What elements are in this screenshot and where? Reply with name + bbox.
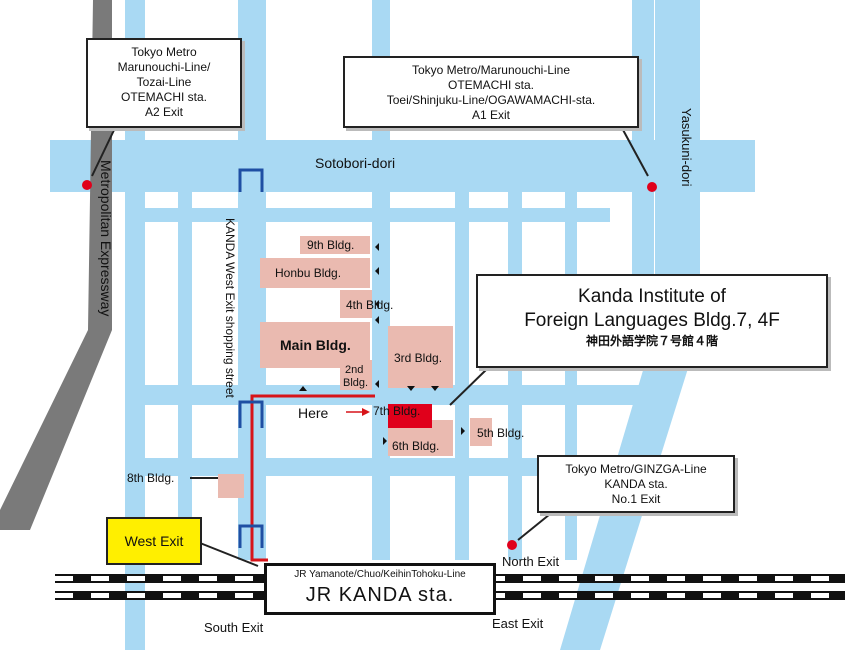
label-here: Here — [298, 405, 329, 421]
building-honbu — [260, 258, 370, 288]
road-vertical — [125, 0, 145, 650]
callout-line: A1 Exit — [471, 108, 510, 122]
callout-otemachi-a2: Tokyo Metro Marunouchi-Line/ Tozai-Line … — [86, 38, 242, 128]
jr-kanda-station-box: JR Yamanote/Chuo/KeihinTohoku-Line JR KA… — [264, 563, 496, 615]
road-vertical — [178, 190, 192, 560]
station-lines-label: JR Yamanote/Chuo/KeihinTohoku-Line — [294, 569, 466, 580]
building-5th — [470, 418, 492, 446]
a2-exit-marker — [82, 180, 92, 190]
label-north-exit: North Exit — [502, 554, 559, 569]
road-vertical — [632, 0, 654, 320]
callout-title-line1: Kanda Institute of — [578, 286, 726, 307]
label-east-exit: East Exit — [492, 616, 544, 631]
label-5th-bldg: 5th Bldg. — [477, 426, 524, 440]
callout-line: OTEMACHI sta. — [447, 78, 534, 92]
building-pointers — [299, 243, 465, 445]
crossings — [238, 168, 264, 548]
label-honbu-bldg: Honbu Bldg. — [275, 266, 341, 280]
label-south-exit: South Exit — [204, 620, 264, 635]
callout-line: Toei/Shinjuku-Line/OGAWAMACHI-sta. — [386, 93, 596, 107]
label-metropolitan-expressway: Metropolitan Expressway — [98, 160, 114, 316]
crossing-marker — [238, 524, 264, 548]
road-vertical — [372, 0, 390, 560]
label-6th-bldg: 6th Bldg. — [392, 439, 439, 453]
road-vertical — [508, 190, 522, 560]
west-exit-label: West Exit — [106, 517, 202, 565]
exit-markers — [82, 180, 657, 550]
building-9th — [300, 236, 370, 254]
callout-kanda-institute: Kanda Institute of Foreign Languages Bld… — [476, 274, 828, 368]
no1-exit-marker — [507, 540, 517, 550]
label-9th-bldg: 9th Bldg. — [307, 238, 354, 252]
buildings — [218, 236, 492, 498]
road-yasukuni-dori — [560, 0, 700, 650]
a1-exit-marker — [647, 182, 657, 192]
callout-line: Tokyo Metro/GINZGA-Line — [565, 462, 707, 476]
walking-route — [250, 394, 375, 562]
label-yasukuni-dori: Yasukuni-dori — [679, 108, 694, 187]
crossing-marker — [238, 168, 264, 192]
label-7th-bldg: 7th Bldg. — [373, 404, 420, 418]
callout-line: No.1 Exit — [611, 492, 661, 506]
label-shopping-street: KANDA West Exit shopping street — [223, 218, 237, 399]
station-name-label: JR KANDA sta. — [305, 584, 455, 606]
road-vertical — [455, 190, 469, 560]
building-8th — [218, 474, 244, 498]
road-horizontal — [130, 208, 610, 222]
callout-pointers — [91, 127, 649, 567]
label-4th-bldg: 4th Bldg. — [346, 298, 393, 312]
building-4th — [340, 290, 372, 318]
label-2nd-bldg-line1: 2nd — [345, 364, 363, 376]
callout-title-line2: Foreign Languages Bldg.7, 4F — [524, 310, 780, 331]
label-main-bldg: Main Bldg. — [280, 337, 351, 353]
label-sotobori-dori: Sotobori-dori — [315, 155, 395, 171]
callout-ginza-kanda: Tokyo Metro/GINZGA-Line KANDA sta. No.1 … — [537, 455, 735, 513]
callout-line: Tokyo Metro/Marunouchi-Line — [411, 63, 571, 77]
callout-line: Tokyo Metro — [131, 45, 197, 59]
callout-otemachi-a1: Tokyo Metro/Marunouchi-Line OTEMACHI sta… — [343, 56, 639, 128]
metropolitan-expressway — [0, 0, 112, 530]
callout-line: Tozai-Line — [136, 75, 192, 89]
building-2nd — [340, 360, 372, 390]
label-2nd-bldg-line2: Bldg. — [343, 377, 368, 389]
callout-line: A2 Exit — [144, 105, 183, 119]
here-arrowhead — [362, 408, 370, 416]
road-network — [50, 0, 755, 650]
callout-line: Marunouchi-Line/ — [117, 60, 211, 74]
callout-japanese-line: 神田外語学院７号館４階 — [585, 334, 718, 348]
crossing-marker — [238, 400, 264, 428]
label-3rd-bldg: 3rd Bldg. — [394, 351, 442, 365]
callout-line: OTEMACHI sta. — [120, 90, 207, 104]
building-3rd — [388, 326, 453, 388]
building-7th-target — [388, 404, 432, 428]
label-8th-bldg: 8th Bldg. — [127, 471, 174, 485]
callout-line: KANDA sta. — [604, 477, 668, 491]
